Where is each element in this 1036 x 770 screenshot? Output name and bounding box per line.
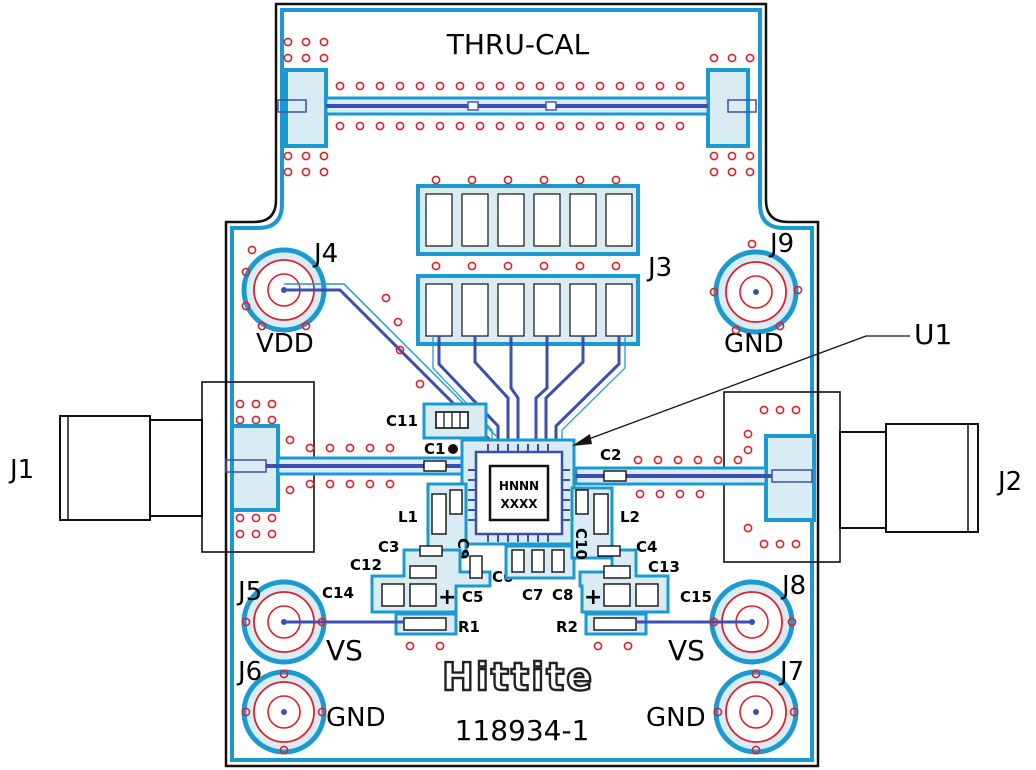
c14-label: C14 (322, 584, 354, 602)
vdd-label: VDD (256, 329, 314, 359)
c11-label: C11 (386, 412, 418, 430)
l2-label: L2 (620, 508, 640, 526)
gnd-j6-label: GND (326, 703, 386, 733)
u1-label: U1 (914, 318, 952, 351)
j3-label: J3 (646, 253, 672, 283)
u1-callout-line (585, 335, 910, 441)
c1-label: C1 (424, 440, 445, 458)
svg-text:+: + (438, 585, 456, 610)
l1-label: L1 (398, 508, 418, 526)
svg-text:+: + (584, 585, 602, 610)
j9-connector (716, 252, 796, 332)
j2-label: J2 (996, 467, 1022, 497)
j9-label: J9 (768, 229, 794, 259)
chip-marking-line2: XXXX (500, 497, 538, 511)
hittite-logo: Hittite (442, 655, 594, 699)
j5-label: J5 (236, 577, 262, 607)
j4-label: J4 (312, 239, 338, 269)
c10-label: C10 (572, 528, 590, 560)
vs-right-label: VS (668, 634, 705, 667)
vdd-trace (284, 288, 492, 442)
j6-label: J6 (236, 657, 262, 687)
gnd-j7-label: GND (646, 703, 706, 733)
j1-label: J1 (8, 455, 34, 485)
c12-label: C12 (350, 556, 382, 574)
thru-cal-label: THRU-CAL (446, 28, 590, 61)
u1-callout-arrow (572, 434, 592, 446)
j8-label: J8 (780, 571, 806, 601)
c3-label: C3 (378, 538, 399, 556)
r2-label: R2 (556, 618, 578, 636)
chip-marking-line1: HNNN (499, 479, 539, 493)
gnd-j9-label: GND (724, 329, 784, 359)
header-traces (437, 336, 621, 440)
part-number: 118934-1 (455, 714, 590, 747)
j2-sma-connector (723, 391, 979, 563)
c4-label: C4 (636, 538, 657, 556)
c8-label: C8 (552, 586, 573, 604)
vs-left-label: VS (326, 634, 363, 667)
c5-label: C5 (462, 588, 483, 606)
ground-pour-edge (230, 8, 814, 762)
c2-label: C2 (600, 446, 621, 464)
c7-label: C7 (522, 586, 543, 604)
j3-header-bottom (416, 274, 640, 346)
j7-label: J7 (778, 657, 804, 687)
c13-label: C13 (648, 558, 680, 576)
c1-marker (448, 444, 458, 454)
c15-label: C15 (680, 588, 712, 606)
j3-header-top (416, 175, 640, 271)
r1-label: R1 (458, 618, 480, 636)
